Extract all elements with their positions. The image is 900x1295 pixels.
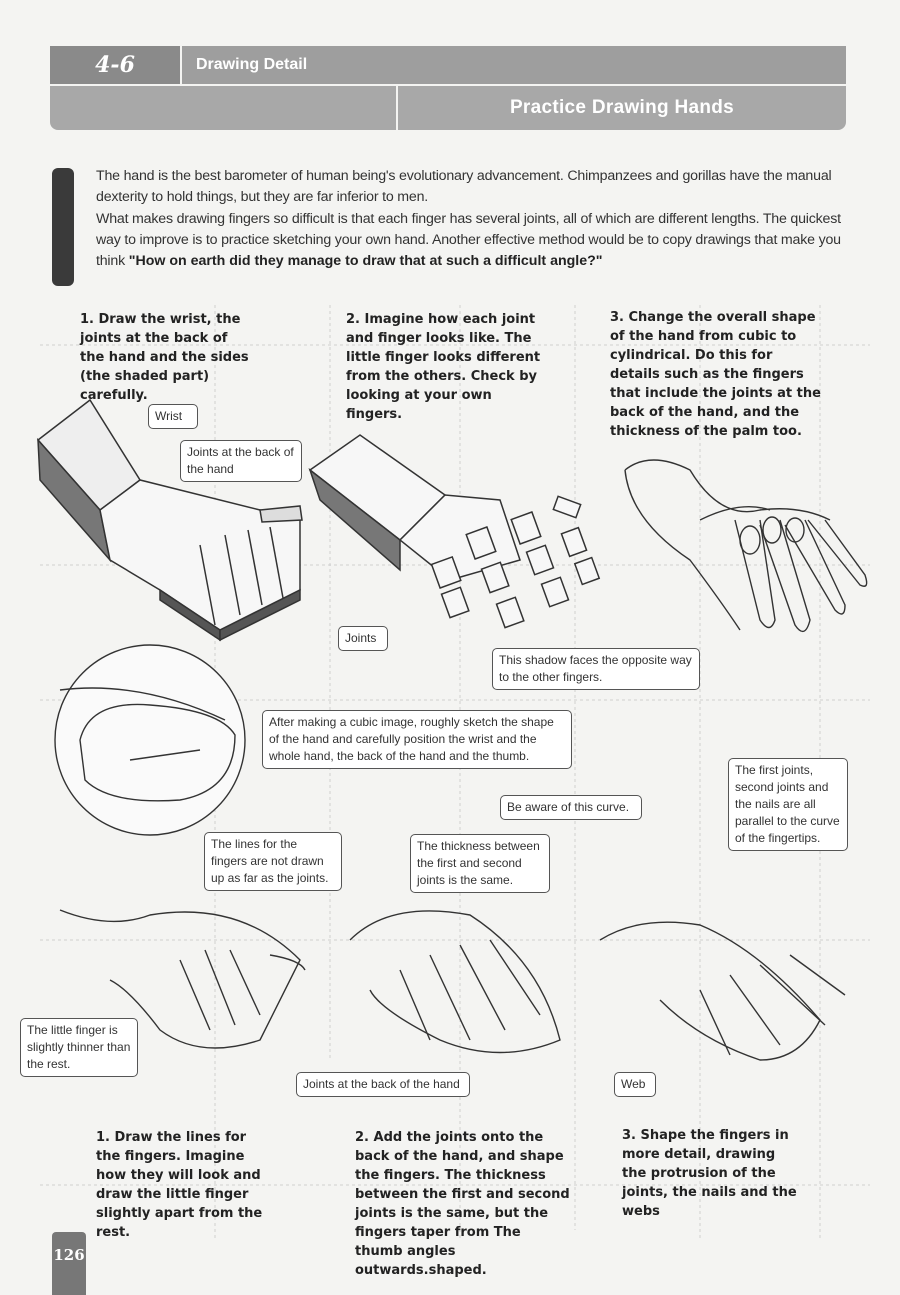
page-heading-bar — [50, 86, 846, 130]
label-little-finger: The little finger is slightly thinner th… — [20, 1018, 138, 1077]
label-joints-back-top: Joints at the back of the hand — [180, 440, 302, 482]
top-step-3: 3. Change the overall shape of the hand … — [610, 310, 821, 439]
intro-marker — [52, 168, 74, 286]
intro-line-2-text: What makes drawing fingers so difficult … — [96, 210, 841, 270]
label-curve: Be aware of this curve. — [500, 795, 642, 820]
bottom-hand-1-drawing — [59, 909, 306, 1049]
label-web: Web — [614, 1072, 656, 1097]
label-joints: Joints — [338, 626, 388, 651]
block-hand-drawing — [308, 434, 601, 629]
label-first-joints: The first joints, second joints and the … — [728, 758, 848, 851]
heading-divider — [396, 86, 398, 130]
section-title: Drawing Detail — [196, 56, 308, 73]
label-wrist: Wrist — [148, 404, 198, 429]
intro-emphasis: "How on earth did they manage to draw th… — [128, 253, 603, 270]
section-header-bar — [50, 46, 846, 84]
bottom-step-1: 1. Draw the lines for the fingers. Imagi… — [96, 1130, 263, 1240]
page-heading: Practice Drawing Hands — [509, 97, 735, 118]
intro-text: The hand is the best barometer of human … — [96, 166, 856, 272]
label-thickness: The thickness between the first and seco… — [410, 834, 550, 893]
label-shadow: This shadow faces the opposite way to th… — [492, 648, 700, 690]
intro-line-2: What makes drawing fingers so difficult … — [96, 209, 856, 273]
label-finger-lines: The lines for the fingers are not drawn … — [204, 832, 342, 891]
hand-detail-circle — [54, 644, 246, 836]
top-step-1: 1. Draw the wrist, the joints at the bac… — [80, 312, 249, 403]
bottom-step-2: 2. Add the joints onto the back of the h… — [355, 1130, 570, 1278]
header-divider — [180, 46, 182, 84]
cylindrical-hand-drawing — [624, 459, 868, 633]
page-number: 126 — [52, 1232, 86, 1295]
bottom-hand-3-drawing — [599, 921, 846, 1061]
illustration-area — [36, 305, 870, 1240]
cubic-hand-drawing — [36, 398, 303, 642]
intro-line-1: The hand is the best barometer of human … — [96, 168, 832, 206]
section-number: 4-6 — [50, 46, 180, 84]
bottom-hand-2-drawing — [349, 910, 561, 1054]
label-cubic-image: After making a cubic image, roughly sket… — [262, 710, 572, 769]
label-joints-back-bottom: Joints at the back of the hand — [296, 1072, 470, 1097]
top-step-2: 2. Imagine how each joint and finger loo… — [346, 312, 541, 422]
bottom-step-3: 3. Shape the fingers in more detail, dra… — [622, 1128, 797, 1219]
